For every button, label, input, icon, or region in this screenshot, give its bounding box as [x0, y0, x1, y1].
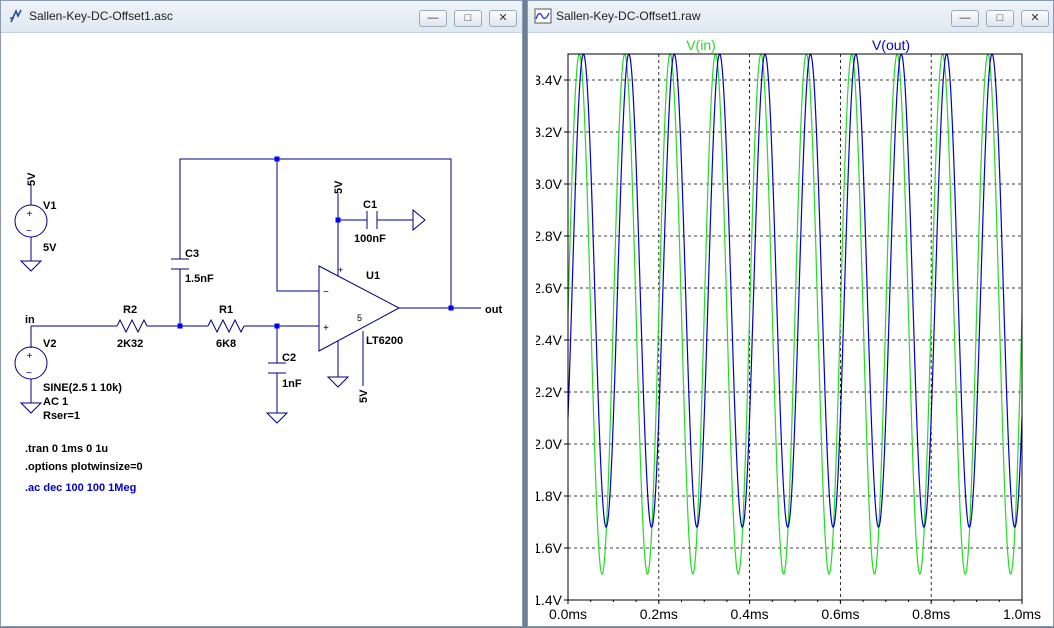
- c2-name: C2: [282, 352, 296, 364]
- net-label-out: out: [485, 304, 502, 316]
- ac-directive: .ac dec 100 100 1Meg: [25, 482, 136, 494]
- opamp-plus-sign: +: [323, 323, 329, 334]
- waveform-window[interactable]: Sallen-Key-DC-Offset1.raw — □ ✕ 1.4V 1.6V…: [527, 0, 1054, 627]
- x-tick-label: 0.0ms: [549, 606, 587, 622]
- v2-rser: Rser=1: [43, 410, 80, 422]
- y-tick-label: 2.6V: [536, 280, 563, 296]
- r1-resistor[interactable]: [207, 318, 245, 334]
- waveform-titlebar[interactable]: Sallen-Key-DC-Offset1.raw — □ ✕: [528, 1, 1053, 33]
- waveform-plot[interactable]: 1.4V 1.6V 1.8V 2.0V 2.2V 2.4V 2.6V 2.8V 3.0V 3.2V…: [533, 33, 1054, 623]
- v1-supply-label: 5V: [26, 172, 38, 186]
- opamp-vplus-sign: +: [338, 265, 343, 275]
- u1-part: LT6200: [366, 335, 403, 347]
- y-tick-label: 2.2V: [536, 384, 563, 400]
- v1-name: V1: [43, 200, 56, 212]
- y-tick-label: 3.0V: [536, 176, 563, 192]
- ltspice-schematic-icon: [10, 8, 22, 23]
- y-tick-label: 2.0V: [536, 436, 563, 452]
- u1-name: U1: [366, 270, 380, 282]
- series-line-vout: [567, 53, 1023, 528]
- r2-name: R2: [123, 304, 137, 316]
- close-button[interactable]: ✕: [489, 10, 517, 27]
- c2-value: 1nF: [282, 378, 302, 390]
- r2-value: 2K32: [117, 338, 143, 350]
- v1-value: 5V: [43, 242, 57, 254]
- v2-voltage-source[interactable]: [14, 326, 48, 403]
- x-tick-label: 0.8ms: [912, 606, 950, 622]
- u1-supply-top: 5V: [333, 180, 345, 194]
- c1-capacitor[interactable]: [366, 211, 378, 229]
- c1-value: 100nF: [354, 233, 386, 245]
- x-axis-ticks: 0.0ms 0.2ms 0.4ms 0.6ms 0.8ms 1.0ms: [549, 600, 1041, 622]
- series-line-vin: [567, 53, 1023, 575]
- v1-ground-symbol: [19, 260, 43, 272]
- c1-ground-symbol: [412, 208, 426, 232]
- schematic-titlebar[interactable]: Sallen-Key-DC-Offset1.asc — □ ✕: [1, 1, 522, 33]
- c1-name: C1: [363, 199, 377, 211]
- tran-directive: .tran 0 1ms 0 1u: [25, 443, 108, 455]
- y-axis-ticks: 1.4V 1.6V 1.8V 2.0V 2.2V 2.4V 2.6V 2.8V 3.0V 3.2V…: [533, 72, 568, 608]
- plot-pane[interactable]: 1.4V 1.6V 1.8V 2.0V 2.2V 2.4V 2.6V 2.8V 3.0V 3.2V…: [533, 33, 1054, 623]
- opamp-pin5: 5: [357, 313, 362, 323]
- minimize-button[interactable]: —: [419, 10, 447, 27]
- schematic-title: Sallen-Key-DC-Offset1.asc: [29, 9, 173, 23]
- v2-name: V2: [43, 338, 56, 350]
- c3-value: 1.5nF: [185, 273, 214, 285]
- waveform-title: Sallen-Key-DC-Offset1.raw: [556, 9, 701, 23]
- y-tick-label: 3.4V: [536, 72, 563, 88]
- minimize-button[interactable]: —: [951, 10, 979, 27]
- options-directive: .options plotwinsize=0: [25, 461, 143, 473]
- junction-dots: [177, 156, 454, 329]
- r1-value: 6K8: [216, 338, 236, 350]
- legend-vin: V(in): [686, 37, 716, 53]
- plot-legend: V(in) V(out): [686, 37, 910, 53]
- x-tick-label: 0.4ms: [731, 606, 769, 622]
- wire-feedback: [276, 159, 319, 292]
- y-tick-label: 1.8V: [536, 488, 563, 504]
- x-tick-label: 1.0ms: [1003, 606, 1041, 622]
- v2-ground-symbol: [19, 402, 43, 414]
- c2-capacitor[interactable]: [268, 362, 286, 374]
- close-button[interactable]: ✕: [1021, 10, 1049, 27]
- v2-minus-sign: −: [26, 368, 32, 379]
- schematic-drawing[interactable]: + − + − − + + 5 5V V1 5V in V2 SINE(2.5 …: [7, 33, 516, 622]
- r2-resistor[interactable]: [116, 318, 148, 334]
- y-tick-label: 3.2V: [536, 124, 563, 140]
- y-tick-label: 2.4V: [536, 332, 563, 348]
- v1-plus-sign: +: [27, 209, 33, 220]
- restore-button[interactable]: □: [454, 10, 482, 27]
- v2-ac: AC 1: [43, 396, 68, 408]
- v2-sine: SINE(2.5 1 10k): [43, 382, 122, 394]
- v1-minus-sign: −: [26, 226, 32, 237]
- c3-capacitor[interactable]: [171, 258, 189, 270]
- net-label-in: in: [25, 314, 35, 326]
- c3-name: C3: [185, 248, 199, 260]
- legend-vout: V(out): [872, 37, 910, 53]
- opamp-ground-symbol: [326, 376, 350, 388]
- c2-ground-symbol: [265, 412, 289, 424]
- x-tick-label: 0.6ms: [821, 606, 859, 622]
- y-tick-label: 1.6V: [536, 540, 563, 556]
- y-tick-label: 1.4V: [536, 592, 563, 608]
- schematic-canvas[interactable]: + − + − − + + 5 5V V1 5V in V2 SINE(2.5 …: [7, 33, 516, 620]
- restore-button[interactable]: □: [986, 10, 1014, 27]
- opamp-minus-sign: −: [323, 287, 329, 298]
- v2-plus-sign: +: [27, 351, 33, 362]
- x-tick-label: 0.2ms: [640, 606, 678, 622]
- v1-voltage-source[interactable]: [14, 184, 48, 261]
- r1-name: R1: [219, 304, 233, 316]
- y-tick-label: 2.8V: [536, 228, 563, 244]
- waveform-icon: [534, 8, 552, 24]
- u1-opamp[interactable]: [318, 265, 401, 352]
- schematic-window[interactable]: Sallen-Key-DC-Offset1.asc — □ ✕: [0, 0, 523, 627]
- wire-c3: [179, 158, 452, 326]
- u1-supply-bottom: 5V: [358, 389, 370, 403]
